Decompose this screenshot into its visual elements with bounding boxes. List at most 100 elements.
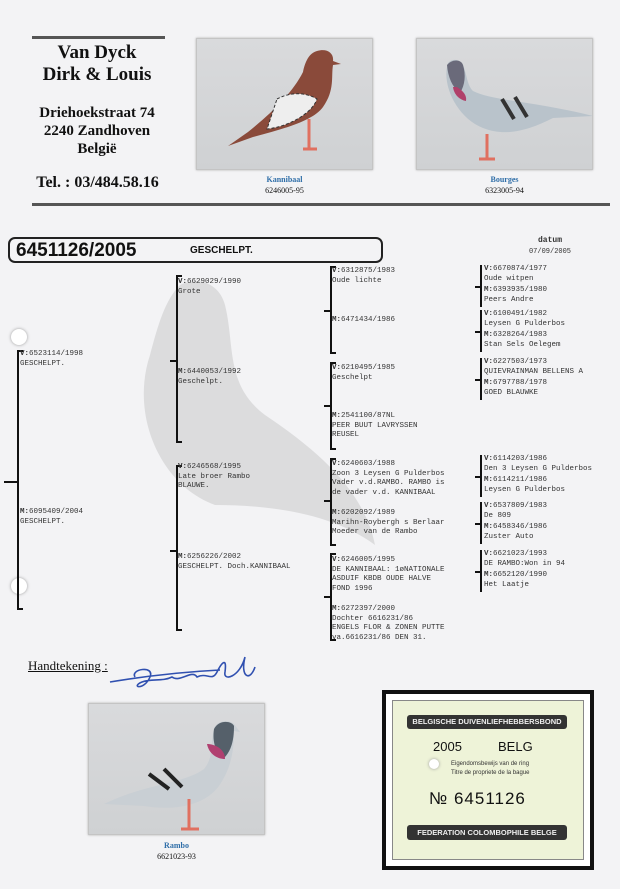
punch-hole — [11, 329, 27, 345]
tag: M: — [484, 476, 494, 484]
ancestor-text: 6114211/1986 Leysen G Pulderbos — [484, 476, 566, 494]
ancestor-text: 6202092/1989 Marihn-Roybergh s Berlaar M… — [332, 509, 445, 536]
breeder-city: 2240 Zandhoven — [43, 123, 151, 139]
date-value: 07/09/2005 — [528, 248, 571, 256]
pedigree-bracket — [480, 265, 482, 307]
ancestor-gen2: V:6246568/1995 Late broer Rambo BLAUWE. — [178, 463, 250, 492]
ancestor-text: 6246005/1995 DE KANNIBAAL: 1øNATIONALE A… — [332, 556, 445, 593]
ancestor-gen3: M:6202092/1989 Marihn-Roybergh s Berlaar… — [332, 509, 445, 538]
breeder-street: Driehoekstraat 74 — [39, 105, 155, 121]
ancestor-text: 6256226/2002 GESCHELPT. Doch.KANNIBAAL — [178, 553, 291, 571]
pedigree-bracket — [480, 310, 482, 352]
header-rule-top — [32, 36, 165, 39]
ancestor-text: 6114203/1986 Den 3 Leysen G Pulderbos — [484, 455, 593, 473]
ancestor-text: 6670874/1977 Oude witpen — [484, 265, 548, 283]
ancestor-gen2: M:6440053/1992 Geschelpt. — [178, 368, 241, 387]
ring-card-line2: Titre de propriete de la bague — [451, 770, 530, 776]
ancestor-text: 6440053/1992 Geschelpt. — [178, 368, 242, 386]
bracket-connector — [475, 286, 481, 288]
pedigree-bracket — [480, 502, 482, 544]
ancestor-text: 6272397/2000 Dochter 6616231/86 ENGELS F… — [332, 605, 445, 642]
tag: M: — [484, 523, 494, 531]
bracket-connector — [475, 379, 481, 381]
bracket-connector — [475, 571, 481, 573]
ancestor-text: 6240603/1988 Zoon 3 Leysen G Pulderbos V… — [332, 460, 445, 497]
ancestor-gen4: M:6458346/1986 Zuster Auto — [484, 523, 547, 542]
ancestor-text: 2541100/87NL PEER BUUT LAVRYSSEN REUSEL — [332, 412, 418, 439]
bracket-connector — [324, 310, 332, 312]
ancestor-gen2: V:6629029/1990 Grote — [178, 278, 241, 297]
ancestor-gen4: V:6100491/1982 Leysen G Pulderbos — [484, 310, 565, 329]
watermark-pigeon-icon — [143, 281, 375, 545]
ring-card-inner: BELGISCHE DUIVENLIEFHEBBERSBOND 2005 BEL… — [392, 700, 584, 860]
ancestor-gen3: V:6240603/1988 Zoon 3 Leysen G Pulderbos… — [332, 460, 445, 498]
tag: V: — [178, 278, 188, 286]
bracket-connector — [324, 596, 332, 598]
tag: V: — [484, 550, 494, 558]
tag: V: — [332, 267, 342, 275]
pigeon-color: GESCHELPT. — [190, 245, 253, 256]
photo-ring: 6621023-93 — [157, 852, 196, 861]
photo-name: Bourges — [490, 175, 519, 184]
ancestor-gen4: M:6114211/1986 Leysen G Pulderbos — [484, 476, 565, 495]
tag: V: — [20, 350, 30, 358]
tag: M: — [178, 368, 188, 376]
ancestor-gen4: V:6670874/1977 Oude witpen — [484, 265, 547, 284]
photo-ring: 6246005-95 — [265, 186, 304, 195]
pedigree-bracket — [17, 350, 23, 610]
photo-name: Rambo — [164, 841, 189, 850]
breeder-name: Van Dyck — [57, 42, 137, 63]
tag: V: — [484, 502, 494, 510]
ancestor-text: 6393935/1980 Peers Andre — [484, 286, 548, 304]
pedigree-bracket — [480, 455, 482, 497]
ancestor-text: 6100491/1982 Leysen G Pulderbos — [484, 310, 566, 328]
pigeon-icon — [228, 50, 341, 151]
caption-kannibaal: Kannibaal 6246005-95 — [196, 174, 373, 196]
date-label: datum — [537, 236, 562, 245]
pedigree-bracket — [176, 465, 182, 631]
ancestor-gen4: M:6328264/1983 Stan Sels Oelegem — [484, 331, 561, 350]
tag: M: — [484, 286, 494, 294]
pedigree-bracket — [330, 458, 336, 546]
ancestor-gen3: V:6246005/1995 DE KANNIBAAL: 1øNATIONALE… — [332, 556, 445, 594]
caption-rambo: Rambo 6621023-93 — [88, 840, 265, 862]
pedigree-bracket — [176, 275, 182, 443]
tag: M: — [20, 508, 30, 516]
bracket-connector — [324, 500, 332, 502]
ring-card-number: № 6451126 — [429, 789, 526, 808]
ancestor-gen4: M:6652120/1990 Het Laatje — [484, 571, 547, 590]
tag: V: — [484, 310, 494, 318]
ancestor-gen4: M:6393935/1980 Peers Andre — [484, 286, 547, 305]
ancestor-father: V:6523114/1998 GESCHELPT. — [20, 350, 83, 369]
bracket-connector — [475, 476, 481, 478]
bracket-connector — [324, 405, 332, 407]
pigeon-icon — [104, 721, 240, 831]
ancestor-gen4: V:6114203/1986 Den 3 Leysen G Pulderbos — [484, 455, 592, 474]
ancestor-gen4: V:6227503/1973 QUIEVRAINMAN BELLENS A — [484, 358, 583, 377]
tag: V: — [484, 265, 494, 273]
tag: M: — [484, 379, 494, 387]
bracket-connector — [475, 523, 481, 525]
breeder-country: België — [77, 141, 117, 157]
ancestor-text: 6629029/1990 Grote — [178, 278, 242, 296]
ancestor-gen4: M:6797788/1978 GOED BLAUWKE — [484, 379, 547, 398]
punch-hole — [429, 759, 439, 769]
punch-hole — [11, 578, 27, 594]
tag: V: — [332, 556, 342, 564]
ancestor-text: 6621023/1993 DE RAMBO:Won in 94 — [484, 550, 566, 568]
ring-card-year: 2005 — [433, 739, 462, 754]
photo-name: Kannibaal — [266, 175, 303, 184]
tag: M: — [332, 605, 342, 613]
ring-card-top: BELGISCHE DUIVENLIEFHEBBERSBOND — [407, 715, 567, 729]
bracket-connector — [4, 481, 19, 483]
ancestor-mother: M:6095409/2004 GESCHELPT. — [20, 508, 83, 527]
ancestor-text: 6537809/1983 De 809 — [484, 502, 548, 520]
ancestor-gen2: M:6256226/2002 GESCHELPT. Doch.KANNIBAAL — [178, 553, 291, 572]
ring-card-country: BELG — [498, 739, 533, 754]
ancestor-text: 6471434/1986 — [341, 316, 396, 324]
tag: V: — [332, 460, 342, 468]
ancestor-text: 6797788/1978 GOED BLAUWKE — [484, 379, 548, 397]
bracket-connector — [170, 550, 178, 552]
ancestor-text: 6523114/1998 GESCHELPT. — [20, 350, 84, 368]
